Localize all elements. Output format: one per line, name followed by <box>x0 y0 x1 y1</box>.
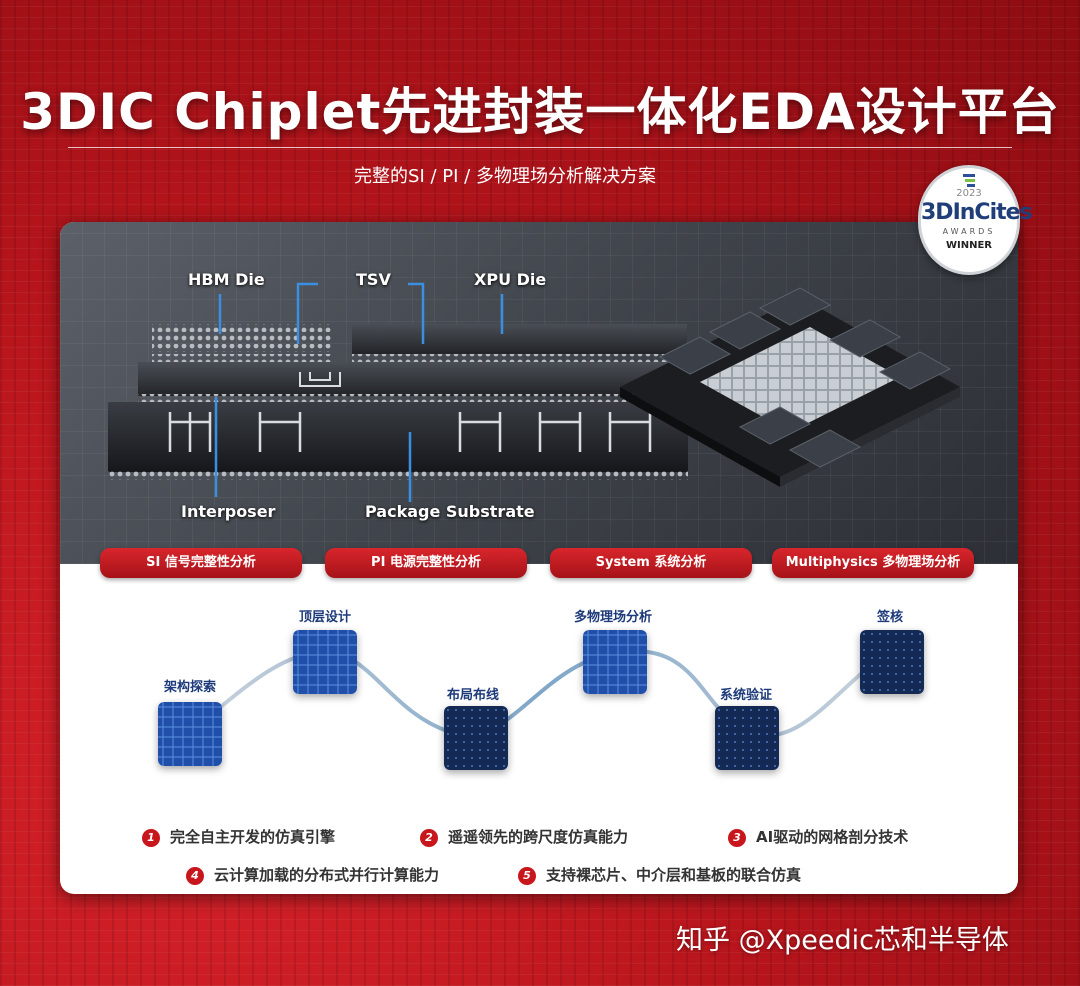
stage-tile-top-level-design[interactable] <box>293 630 357 694</box>
award-mark-icon <box>963 174 975 187</box>
chip-package-3d <box>620 287 960 487</box>
badge-winner: WINNER <box>945 240 993 251</box>
feature-item: 2 遥遥领先的跨尺度仿真能力 <box>420 826 628 847</box>
label-xpu-die: XPU Die <box>474 270 547 289</box>
feature-number-badge: 4 <box>186 867 204 885</box>
label-package-substrate: Package Substrate <box>365 502 535 521</box>
tab-si-analysis[interactable]: SI 信号完整性分析 <box>100 548 302 578</box>
design-flow: 架构探索 顶层设计 布局布线 多物理场分析 系统验证 签核 <box>60 592 1018 892</box>
badge-year: 2023 <box>956 188 982 199</box>
stage-tile-signoff[interactable] <box>860 630 924 694</box>
feature-number-badge: 2 <box>420 829 438 847</box>
feature-text: AI驱动的网格剖分技术 <box>756 828 909 846</box>
feature-text: 云计算加载的分布式并行计算能力 <box>214 866 440 884</box>
page-subtitle: 完整的SI / PI / 多物理场分析解决方案 <box>354 166 656 187</box>
award-badge: 2023 3DInCites AWARDS WINNER <box>918 165 1033 275</box>
package-diagram: HBM Die TSV XPU Die Interposer Package S… <box>60 222 1018 564</box>
zhihu-watermark: 知乎 @Xpeedic芯和半导体 <box>676 925 1009 956</box>
title-divider <box>68 147 1012 148</box>
feature-number-badge: 3 <box>728 829 746 847</box>
feature-text: 支持裸芯片、中介层和基板的联合仿真 <box>546 866 802 884</box>
feature-text: 完全自主开发的仿真引擎 <box>170 828 336 846</box>
content-card: HBM Die TSV XPU Die Interposer Package S… <box>60 222 1018 894</box>
label-tsv: TSV <box>356 270 391 289</box>
tab-pi-analysis[interactable]: PI 电源完整性分析 <box>325 548 527 578</box>
stage-label-multiphysics: 多物理场分析 <box>574 610 653 625</box>
badge-awards: AWARDS <box>942 227 996 236</box>
page-title: 3DIC Chiplet先进封装一体化EDA设计平台 <box>20 83 1060 141</box>
stage-label-place-route: 布局布线 <box>447 688 500 703</box>
badge-brand: 3DInCites <box>921 200 1033 225</box>
stage-tile-place-route[interactable] <box>444 706 508 770</box>
feature-text: 遥遥领先的跨尺度仿真能力 <box>448 828 629 846</box>
stage-label-top-level-design: 顶层设计 <box>299 610 352 625</box>
stage-label-signoff: 签核 <box>877 610 904 625</box>
feature-item: 1 完全自主开发的仿真引擎 <box>142 826 335 847</box>
tab-system-analysis[interactable]: System 系统分析 <box>550 548 752 578</box>
package-illustration <box>108 282 960 502</box>
feature-number-badge: 5 <box>518 867 536 885</box>
stage-label-system-verification: 系统验证 <box>720 688 773 703</box>
stage-label-architecture: 架构探索 <box>164 680 217 695</box>
stage-tile-architecture[interactable] <box>158 702 222 766</box>
label-hbm-die: HBM Die <box>188 270 265 289</box>
label-interposer: Interposer <box>181 502 276 521</box>
feature-item: 3 AI驱动的网格剖分技术 <box>728 826 908 847</box>
feature-item: 4 云计算加载的分布式并行计算能力 <box>186 864 439 885</box>
tab-multiphysics-analysis[interactable]: Multiphysics 多物理场分析 <box>772 548 974 578</box>
feature-item: 5 支持裸芯片、中介层和基板的联合仿真 <box>518 864 801 885</box>
feature-number-badge: 1 <box>142 829 160 847</box>
stage-tile-multiphysics[interactable] <box>583 630 647 694</box>
stage-tile-system-verification[interactable] <box>715 706 779 770</box>
